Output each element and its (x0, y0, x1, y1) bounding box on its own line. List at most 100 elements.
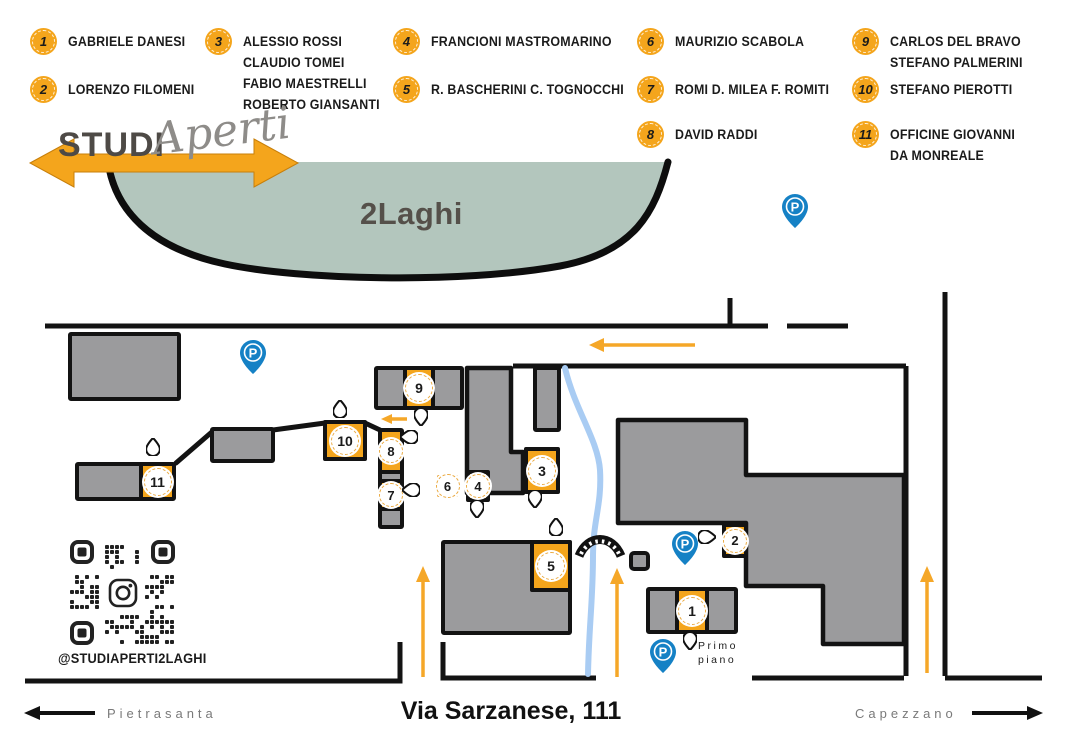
building-row-9: 9 (374, 366, 464, 410)
street-address: Via Sarzanese, 111 (400, 697, 622, 725)
qr-dots (70, 540, 175, 645)
lake-shape (108, 162, 668, 278)
instagram-icon (103, 573, 142, 612)
marker-box-4: 4 (464, 470, 492, 502)
building-mid-left (210, 427, 275, 463)
legend-names: ROMI D. MILEA F. ROMITI (675, 82, 830, 97)
legend-names: DAVID RADDI (675, 127, 758, 142)
instagram-handle: @STUDIAPERTI2LAGHI (58, 651, 207, 666)
building-section (378, 370, 403, 406)
qr-finder-icon (70, 621, 94, 645)
building-tall-center (533, 366, 561, 432)
building-studio-1: 1 (646, 587, 738, 634)
path-connectors (173, 420, 383, 466)
building-top-left (68, 332, 181, 401)
logo-studi-text: STUDI (58, 126, 165, 164)
marker-box-2: 2 (721, 523, 749, 558)
legend-item-4: 4 FRANCIONI MASTROMARINO (393, 28, 627, 55)
entrance-pin-9 (413, 406, 429, 428)
legend-number-badge: 11 (852, 121, 879, 148)
entrance-pin-11 (145, 436, 161, 458)
legend-number-badge: 2 (30, 76, 57, 103)
legend-item-1: 1 GABRIELE DANESI (30, 28, 196, 55)
legend-number-badge: 3 (205, 28, 232, 55)
footer-arrows (24, 706, 1043, 720)
building-section-studio-5: 5 (530, 540, 572, 592)
legend-number-badge: 7 (637, 76, 664, 103)
entrance-pin-5 (548, 516, 564, 538)
building-small-square (629, 551, 650, 571)
building-section (650, 591, 675, 630)
legend-item-2: 2 LORENZO FILOMENI (30, 76, 205, 103)
marker-box-3: 3 (524, 447, 560, 494)
parking-pin: P (240, 340, 266, 374)
legend-names: R. BASCHERINI C. TOGNOCCHI (431, 82, 624, 97)
entrance-pin-3 (527, 488, 543, 510)
bridge-icon (574, 535, 626, 559)
building-studio-5: 5 (441, 540, 572, 635)
building-section-studio-11: 11 (139, 465, 174, 498)
map-marker-10: 10 (329, 424, 361, 457)
building-section-studio-8: 8 (377, 432, 405, 474)
legend-number-badge: 6 (637, 28, 664, 55)
parking-pin: P (672, 531, 698, 565)
legend-item-10: 10 STEFANO PIEROTTI (852, 76, 1023, 103)
parking-letter: P (249, 346, 258, 361)
parking-pin: P (782, 194, 808, 228)
entrance-pin-2 (696, 529, 718, 545)
lake-label: 2Laghi (360, 196, 463, 231)
marker-box-6: 6 (433, 472, 462, 500)
entrance-pin-1 (682, 630, 698, 652)
legend-names: LORENZO FILOMENI (68, 82, 195, 97)
destination-right: Capezzano (855, 706, 957, 721)
direction-arrows (381, 338, 934, 677)
building-section-studio-7: 7 (377, 479, 405, 511)
primo-piano-line: Primo (698, 640, 738, 652)
entrance-pin-4 (469, 498, 485, 520)
legend-item-5: 5 R. BASCHERINI C. TOGNOCCHI (393, 76, 641, 103)
primo-piano-line: piano (698, 654, 737, 666)
map-marker-1: 1 (675, 594, 708, 627)
legend-names: GABRIELE DANESI (68, 34, 186, 49)
instagram-qr-code (70, 540, 175, 645)
destination-left: Pietrasanta (107, 706, 217, 721)
building-right-complex (615, 417, 907, 647)
building-section (709, 591, 734, 630)
map-marker-7: 7 (377, 481, 405, 509)
entrance-pin-8 (398, 429, 420, 445)
parking-letter: P (681, 537, 690, 552)
primo-piano-note: Primo piano (698, 639, 738, 667)
legend-number-badge: 4 (393, 28, 420, 55)
map-marker-5: 5 (535, 550, 567, 582)
map-marker-8: 8 (377, 437, 405, 465)
legend-number-badge: 8 (637, 121, 664, 148)
legend-number-badge: 9 (852, 28, 879, 55)
building-studio-11: 11 (75, 462, 176, 501)
roads (25, 292, 1042, 684)
marker-box-10: 10 (323, 420, 367, 461)
legend-number-badge: 5 (393, 76, 420, 103)
legend-item-6: 6 MAURIZIO SCABOLA (637, 28, 815, 55)
legend-names: MAURIZIO SCABOLA (675, 34, 805, 49)
map-marker-9: 9 (403, 372, 435, 404)
river (562, 365, 604, 677)
qr-finder-icon (151, 540, 175, 564)
logo-arrow (28, 138, 300, 188)
map-marker-3: 3 (526, 454, 558, 487)
legend-item-8: 8 DAVID RADDI (637, 121, 765, 148)
map-marker-2: 2 (721, 526, 749, 555)
building-section (79, 466, 139, 497)
legend-item-7: 7 ROMI D. MILEA F. ROMITI (637, 76, 843, 103)
entrance-pin-10 (332, 398, 348, 420)
building-section (435, 370, 460, 406)
buildings-irregular (464, 365, 907, 647)
lake-shore (104, 158, 672, 282)
legend-number-badge: 10 (852, 76, 879, 103)
